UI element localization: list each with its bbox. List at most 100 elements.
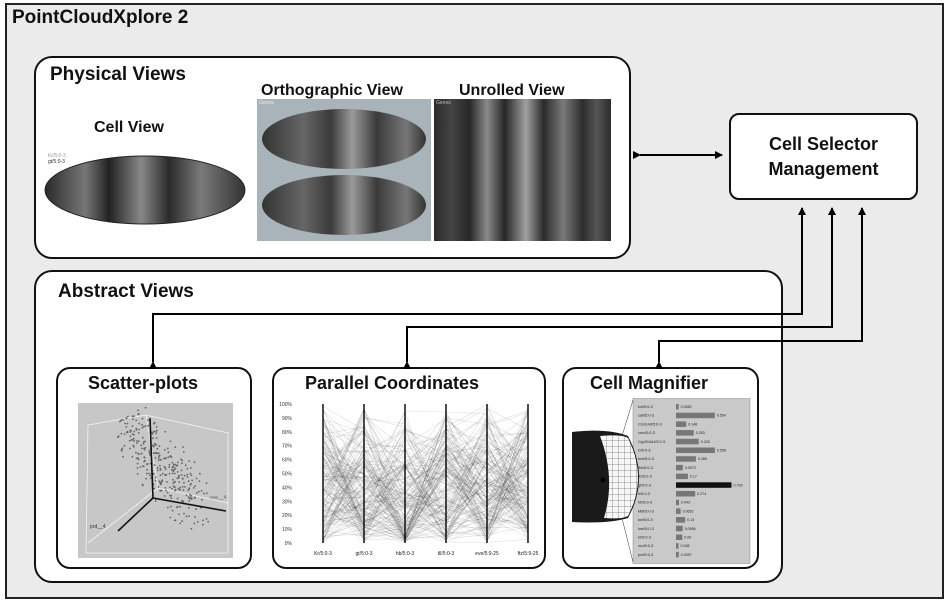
magnifier-bar-label: gt/5:0-3	[638, 483, 651, 487]
magnifier-bar-value: 0.17	[690, 475, 697, 479]
pc-line	[322, 407, 529, 535]
pc-line	[322, 449, 529, 518]
scatter-point	[188, 497, 191, 500]
pc-line	[322, 456, 529, 541]
pc-line	[322, 432, 529, 507]
magnifier-bar-label: fkh/5:0-3	[638, 466, 653, 470]
scatter-point	[156, 447, 159, 450]
scatter-point	[161, 472, 164, 475]
pc-line	[322, 433, 529, 525]
pc-line	[322, 444, 529, 541]
scatter-point	[171, 509, 174, 512]
magnifier-bar	[676, 499, 679, 506]
pc-line	[322, 455, 529, 530]
scatter-point	[121, 447, 124, 450]
magnifier-bar-label: run/5:0-3	[638, 544, 653, 548]
pc-axis-label: Kr/5:0-3	[314, 551, 332, 557]
scatter-point	[195, 508, 197, 511]
magnifier-bar	[676, 430, 694, 436]
pc-line	[322, 408, 529, 532]
pc-line	[322, 432, 529, 542]
scatter-point	[155, 452, 157, 454]
scatter-point	[163, 457, 165, 460]
pc-line	[322, 419, 529, 525]
pc-line	[322, 408, 529, 540]
pc-line	[322, 425, 529, 538]
pc-line	[322, 426, 529, 520]
magnifier-bar-label: kni/5:0-3	[638, 405, 653, 409]
magnifier-bar-label: Cyp310a1/5:0-3	[638, 440, 665, 444]
pc-line	[322, 448, 529, 537]
pc-y-tick: 50%	[282, 472, 293, 478]
scatter-point	[189, 493, 191, 496]
parallel-coordinates-chart[interactable]: 100%90%80%70%60%50%40%30%20%10%0% Kr/5:0…	[278, 398, 543, 563]
scatter-point	[169, 455, 172, 457]
pc-line	[322, 462, 529, 532]
pc-line	[322, 431, 529, 519]
magnifier-bar	[676, 482, 732, 488]
pc-line	[322, 410, 529, 523]
magnifier-bar-label: cad/5:0-3	[638, 414, 654, 418]
scatter-point	[143, 448, 146, 451]
scatter-point	[169, 505, 172, 508]
scatter-point	[123, 433, 126, 435]
scatter-point	[147, 424, 149, 427]
scatter-point	[141, 426, 144, 429]
pc-line	[322, 446, 529, 534]
magnifier-bar-label: prd/5:0-3	[638, 553, 653, 557]
magnifier-bar-value: 0.0397	[681, 553, 692, 557]
pc-line	[322, 409, 529, 540]
pc-line	[322, 466, 529, 530]
scatter-point	[171, 487, 173, 490]
scatter-point	[132, 418, 134, 420]
scatter-point	[141, 423, 143, 426]
scatter-point	[155, 430, 157, 433]
pc-line	[322, 475, 529, 525]
magnifier-bar-value: 0.0956	[685, 527, 696, 531]
pc-line	[322, 418, 529, 541]
scatter-point	[199, 472, 201, 475]
magnifier-bar-value: 0.274	[697, 492, 706, 496]
pc-line	[322, 458, 529, 540]
scatter-point	[190, 495, 193, 497]
scatter-point	[186, 476, 189, 478]
pc-line	[322, 428, 529, 525]
parallel-coordinates-panel	[272, 367, 546, 569]
scatter-point	[187, 480, 190, 483]
magnifier-bar	[676, 456, 696, 462]
pc-line	[322, 432, 529, 514]
scatter-point	[159, 469, 162, 471]
scatter-point	[146, 463, 149, 465]
pc-line	[322, 411, 529, 538]
magnifier-bar-label: knrl/5:0-3	[638, 527, 654, 531]
scatter-point	[159, 467, 162, 470]
scatter-point	[192, 487, 195, 489]
scatter-point	[147, 419, 149, 422]
scatter-plot-image[interactable]	[78, 403, 233, 558]
scatter-point	[169, 486, 171, 489]
cell-selector-line-1: Cell Selector	[768, 133, 879, 154]
scatter-point	[131, 433, 134, 436]
pc-line	[322, 431, 529, 502]
scatter-point	[177, 461, 179, 464]
magnifier-bar	[676, 491, 696, 497]
scatter-point	[150, 477, 152, 479]
scatter-point	[181, 462, 183, 465]
scatter-point	[167, 451, 170, 454]
scatter-point	[203, 492, 205, 495]
scatter-point	[136, 440, 138, 442]
pc-line	[322, 441, 529, 538]
scatter-point	[166, 481, 168, 483]
scatter-point	[133, 440, 135, 442]
pc-line	[322, 431, 529, 511]
pc-line	[322, 437, 529, 518]
pc-line	[322, 449, 529, 528]
pc-line	[322, 465, 529, 523]
scatter-point	[125, 426, 128, 428]
pc-line	[322, 461, 529, 541]
scatter-point	[174, 463, 177, 466]
scatter-point	[157, 452, 160, 454]
scatter-point	[174, 519, 177, 522]
